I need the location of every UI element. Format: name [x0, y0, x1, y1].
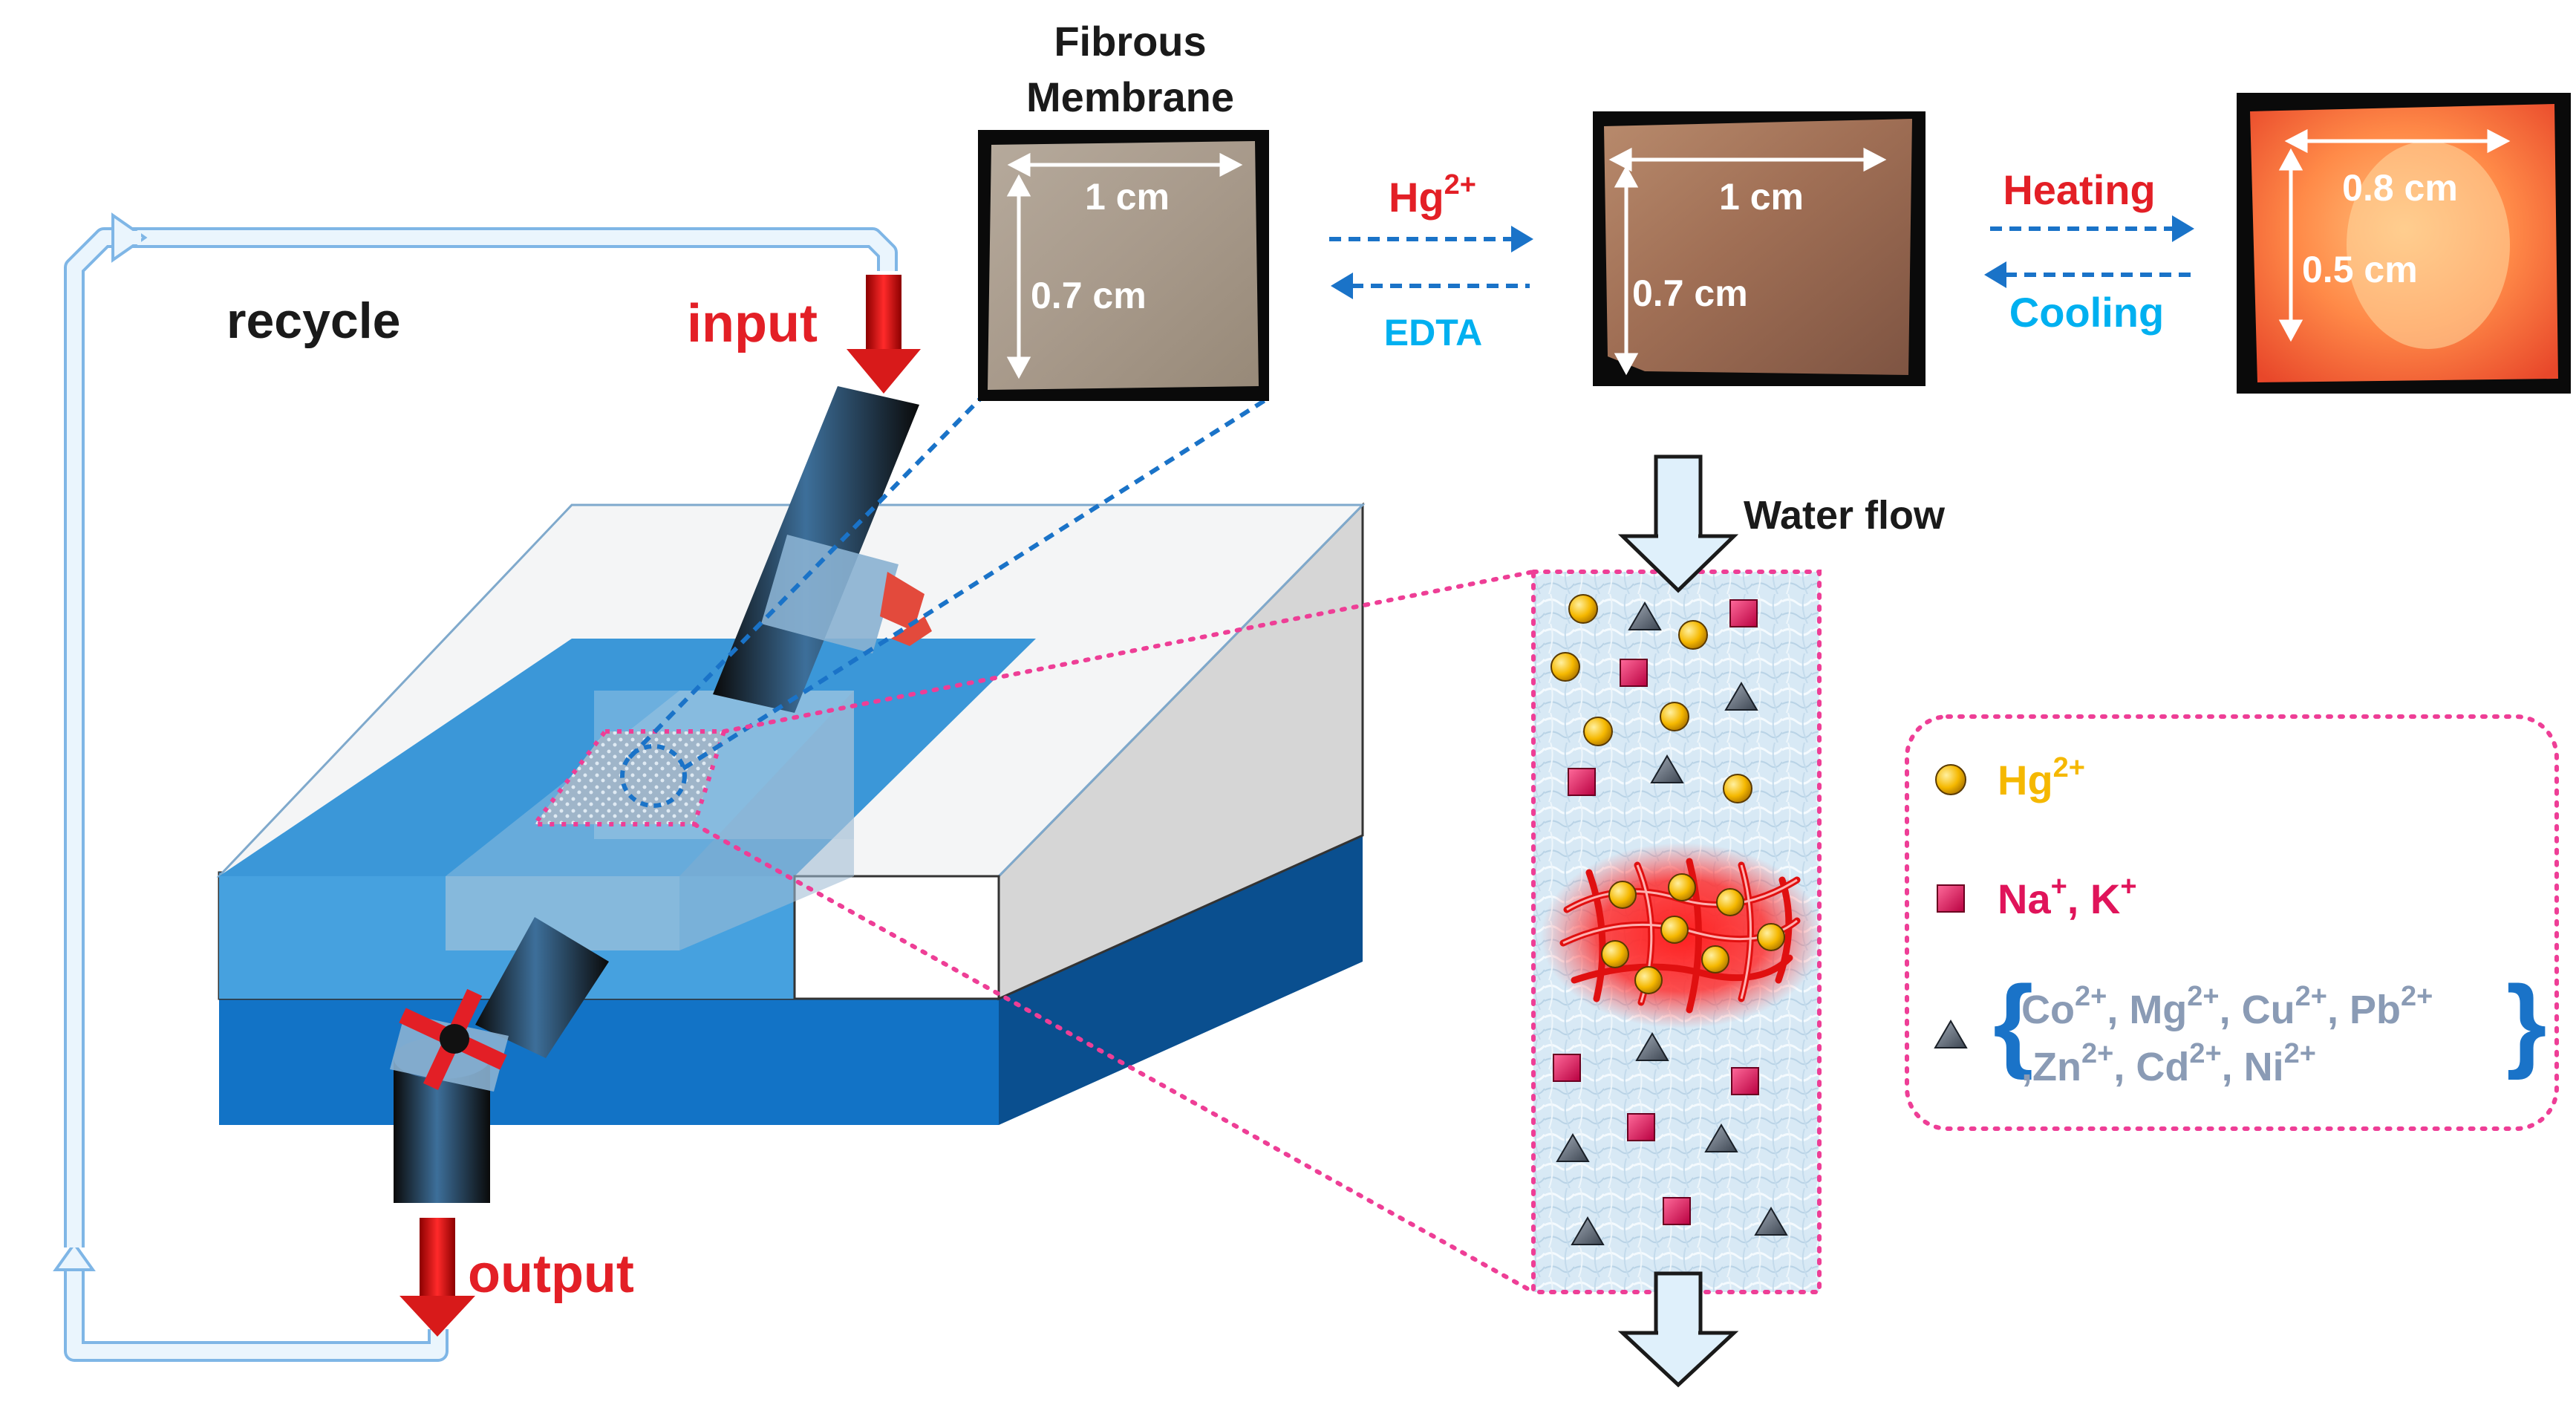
legend-other-line2: ,Zn2+, Cd2+, Ni2+ [2021, 1038, 2316, 1089]
other-metal-ions [1556, 601, 1788, 1245]
input-tube [713, 386, 932, 713]
photo1-height-label: 0.7 cm [1031, 275, 1147, 316]
photo3-width-label: 0.8 cm [2342, 167, 2458, 209]
transition-heating-cooling: Heating Cooling [1984, 166, 2194, 336]
ion-charge: 2+ [2401, 981, 2433, 1012]
heating-label: Heating [2003, 166, 2155, 213]
membrane-title-line1: Fibrous [1054, 18, 1206, 65]
ion-separator: , [2222, 1045, 2244, 1089]
input-arrow [847, 275, 921, 394]
input-label: input [687, 294, 818, 353]
ion-name: Pb [2350, 988, 2401, 1032]
photo1-width-label: 1 cm [1085, 176, 1170, 218]
cooling-label: Cooling [2009, 289, 2164, 336]
legend-other-line1: Co2+, Mg2+, Cu2+, Pb2+ [2021, 981, 2433, 1032]
membrane-patch [535, 731, 724, 824]
ion-legend: Hg2+ Na+, K+ { } Co2+, Mg2+, Cu2+, Pb2+ … [1905, 714, 2559, 1131]
recycle-loop [53, 212, 898, 1362]
edta-label: EDTA [1384, 312, 1482, 353]
hg-transition-label: Hg2+ [1389, 169, 1476, 221]
ion-charge: 2+ [2284, 1038, 2316, 1069]
photo-heated-membrane: 0.8 cm 0.5 cm [2237, 93, 2571, 394]
ion-charge: 2+ [2075, 981, 2107, 1012]
photo2-width-label: 1 cm [1719, 176, 1804, 218]
ion-separator: , [2327, 988, 2350, 1032]
recycle-label: recycle [226, 293, 400, 349]
ion-separator: , [2220, 988, 2242, 1032]
photo-fibrous-membrane: 1 cm 0.7 cm [978, 130, 1269, 401]
slab-front-face [219, 995, 999, 1125]
ion-charge: 2+ [2295, 981, 2327, 1012]
zoom-lines-photo [627, 395, 1271, 771]
flow-cell-device [216, 502, 1366, 1125]
ion-name: Cu [2242, 988, 2295, 1032]
water-flow-label: Water flow [1744, 493, 1946, 538]
legend-hg-symbol [1935, 764, 1966, 795]
valve-handle [399, 988, 507, 1090]
ion-separator: , [2113, 1045, 2136, 1089]
zoom-lines-panel [692, 570, 1536, 1294]
ion-charge: 2+ [2189, 1038, 2221, 1069]
ion-separator: , [2107, 988, 2129, 1032]
transition-hg-edta: Hg2+ EDTA [1329, 169, 1533, 353]
membrane-focus-circle [620, 744, 687, 808]
membrane-zoom-panel: Water flow [1531, 454, 1946, 1388]
na-k-ions [1553, 599, 1759, 1225]
membrane-title-line2: Membrane [1026, 74, 1234, 120]
bound-hg-fiber-cluster [1541, 843, 1823, 1028]
photo3-height-label: 0.5 cm [2302, 249, 2418, 290]
free-hg-ions [1551, 594, 1752, 803]
ion-charge: 2+ [2081, 1038, 2113, 1069]
output-tube [390, 917, 609, 1203]
legend-na-k-label: Na+, K+ [1998, 871, 2137, 922]
photo2-height-label: 0.7 cm [1632, 273, 1748, 314]
output-arrow [400, 1218, 475, 1337]
ion-name: ,Zn [2021, 1045, 2081, 1089]
ion-name: Mg [2129, 988, 2187, 1032]
legend-other-symbol [1934, 1020, 1968, 1048]
legend-right-brace: } [2506, 964, 2546, 1080]
ion-name: Co [2021, 988, 2075, 1032]
photo-hg-treated-membrane: 1 cm 0.7 cm [1593, 111, 1926, 386]
ion-name: Ni [2244, 1045, 2284, 1089]
legend-left-brace: { [1993, 964, 2033, 1080]
legend-na-k-symbol [1937, 884, 1965, 913]
water-flow-arrow-out [1617, 1271, 1739, 1388]
ion-name: Cd [2136, 1045, 2189, 1089]
ion-charge: 2+ [2187, 981, 2219, 1012]
water-flow-arrow-in [1617, 454, 1739, 593]
legend-hg-label: Hg2+ [1998, 752, 2085, 803]
output-label: output [468, 1245, 634, 1304]
